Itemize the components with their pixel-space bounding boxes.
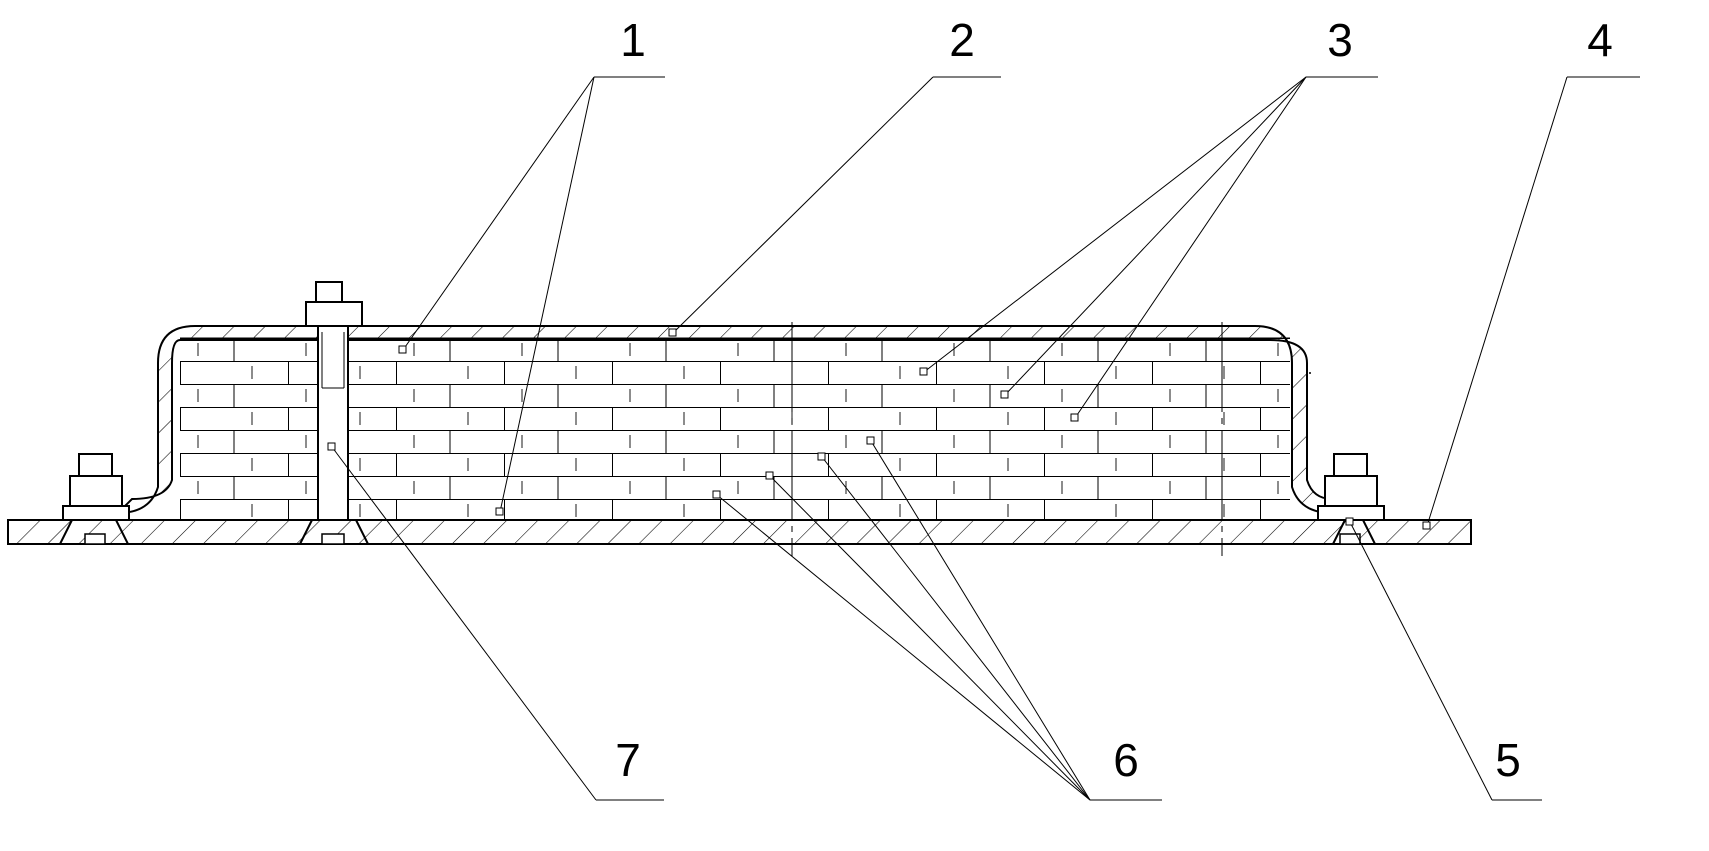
callout-7: 7 <box>615 734 641 786</box>
callout-labels: 1 2 3 4 5 6 7 <box>615 14 1613 786</box>
through-bolt <box>299 281 369 545</box>
leader-lines <box>331 76 1640 801</box>
right-bolt <box>1317 453 1385 545</box>
base-plate <box>7 519 1472 545</box>
callout-4: 4 <box>1587 14 1613 66</box>
callout-5: 5 <box>1495 734 1521 786</box>
stray-dot <box>1309 372 1311 374</box>
leader-markers <box>327 328 1431 530</box>
callout-3: 3 <box>1327 14 1353 66</box>
brick-lining <box>180 337 1290 520</box>
callout-2: 2 <box>949 14 975 66</box>
center-lines <box>791 322 1223 556</box>
left-bolt <box>59 453 130 545</box>
callout-6: 6 <box>1113 734 1139 786</box>
callout-1: 1 <box>620 14 646 66</box>
